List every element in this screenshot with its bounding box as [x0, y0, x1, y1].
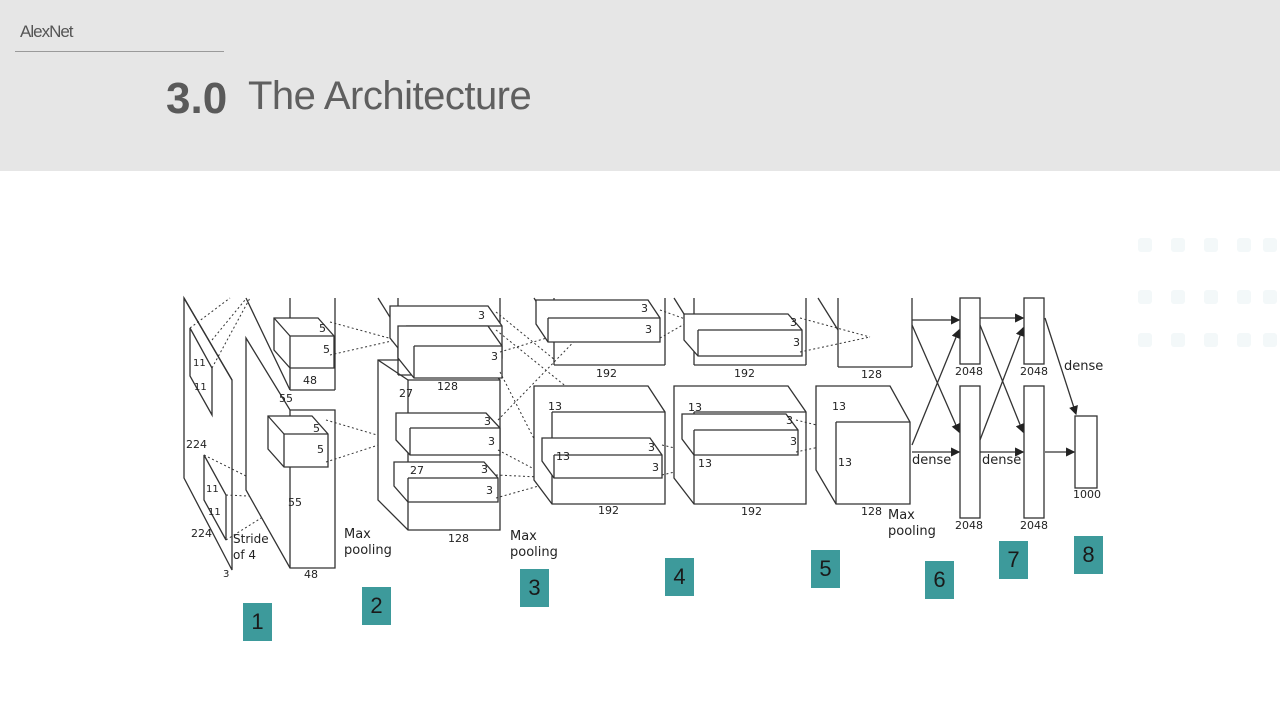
conv3-size-label: 13 [548, 400, 562, 413]
fc7-top-label: 2048 [1020, 365, 1048, 378]
kernel-label: 3 [793, 336, 800, 349]
fc6-top-label: 2048 [955, 365, 983, 378]
conv5-size-label-b: 13 [838, 456, 852, 469]
layer-tag-3: 3 [520, 569, 549, 607]
fc8-out-label: 1000 [1073, 488, 1101, 501]
layer-tag-4: 4 [665, 558, 694, 596]
layer-tag-1: 1 [243, 603, 272, 641]
fc6-bottom-label: 2048 [955, 519, 983, 532]
pool1-label-2: pooling [344, 543, 392, 558]
pool2-label-2: pooling [510, 545, 558, 560]
conv5-depth-top: 128 [861, 368, 882, 381]
pool1-label: Max [344, 527, 371, 542]
input-size-label-b: 224 [191, 527, 212, 540]
fc8-block: 1000 dense [1044, 317, 1103, 501]
kernel-label: 5 [313, 422, 320, 435]
conv4-size-label: 13 [688, 401, 702, 414]
layer-tag-7: 7 [999, 541, 1028, 579]
conv5-block: 128 128 13 13 [815, 297, 913, 518]
conv1-depth-bottom: 48 [304, 568, 318, 581]
conv2-depth-bottom: 128 [448, 532, 469, 545]
fc7-bottom-label: 2048 [1020, 519, 1048, 532]
slide-header: AlexNet 3.0 The Architecture [0, 0, 1280, 171]
conv3-depth-bottom: 192 [598, 504, 619, 517]
conv4-depth-bottom: 192 [741, 505, 762, 518]
conv3-block: 192 192 13 13 3 3 3 3 [533, 297, 726, 517]
kernel-label: 3 [481, 463, 488, 476]
kernel-label: 3 [478, 309, 485, 322]
input-channels-label: 3 [223, 569, 229, 580]
fc8-dense-label: dense [1064, 359, 1103, 374]
conv1-size-label: 55 [279, 392, 293, 405]
layer-tag-8: 8 [1074, 536, 1103, 574]
kernel-label: 3 [786, 414, 793, 427]
conv1-size-label-b: 55 [288, 496, 302, 509]
kernel-label: 3 [484, 415, 491, 428]
kernel-label: 3 [652, 461, 659, 474]
kernel-label: 3 [486, 484, 493, 497]
fc7-block: 2048 2048 dense [979, 297, 1048, 532]
kernel-label: 3 [491, 350, 498, 363]
conv1-block: 55 55 48 48 5 5 5 5 [245, 297, 397, 581]
layer-tag-5: 5 [811, 550, 840, 588]
kernel-label: 11 [193, 358, 206, 369]
conv3-size-label-b: 13 [556, 450, 570, 463]
kernel-label: 3 [790, 435, 797, 448]
input-volume: 224 224 3 11 11 11 11 Stride of 4 [183, 295, 291, 580]
stride-label: Stride [233, 532, 269, 546]
kernel-label: 5 [323, 343, 330, 356]
kernel-label: 5 [317, 443, 324, 456]
kernel-label: 3 [648, 441, 655, 454]
kernel-label: 3 [488, 435, 495, 448]
pool3-label: Max [888, 508, 915, 523]
conv2-block: 27 27 128 128 3 3 3 3 3 3 [377, 297, 631, 545]
kernel-label: 11 [208, 507, 221, 518]
conv4-depth-top: 192 [734, 367, 755, 380]
stride-label-2: of 4 [233, 548, 256, 562]
conv2-size-label-b: 27 [410, 464, 424, 477]
conv4-size-label-b: 13 [698, 457, 712, 470]
fc7-dense-label: dense [982, 453, 1021, 468]
kernel-label: 3 [641, 302, 648, 315]
conv3-depth-top: 192 [596, 367, 617, 380]
conv2-depth-top: 128 [437, 380, 458, 393]
pool2-label: Max [510, 529, 537, 544]
section-title: The Architecture [248, 74, 532, 118]
kernel-label: 5 [319, 322, 326, 335]
kernel-label: 11 [206, 484, 219, 495]
kernel-label: 3 [645, 323, 652, 336]
brand-label: AlexNet [20, 22, 74, 41]
input-size-label: 224 [186, 438, 207, 451]
conv1-depth-top: 48 [303, 374, 317, 387]
pool3-label-2: pooling [888, 524, 936, 539]
fc6-block: 2048 2048 dense [911, 297, 983, 532]
brand-divider [15, 51, 224, 52]
section-number: 3.0 [166, 74, 228, 123]
fc6-dense-label: dense [912, 453, 951, 468]
layer-tag-2: 2 [362, 587, 391, 625]
kernel-label: 3 [790, 316, 797, 329]
decorative-dot-grid [1138, 238, 1278, 348]
conv2-size-label: 27 [399, 387, 413, 400]
conv5-depth-bottom: 128 [861, 505, 882, 518]
conv5-size-label: 13 [832, 400, 846, 413]
kernel-label: 11 [194, 382, 207, 393]
layer-tag-6: 6 [925, 561, 954, 599]
